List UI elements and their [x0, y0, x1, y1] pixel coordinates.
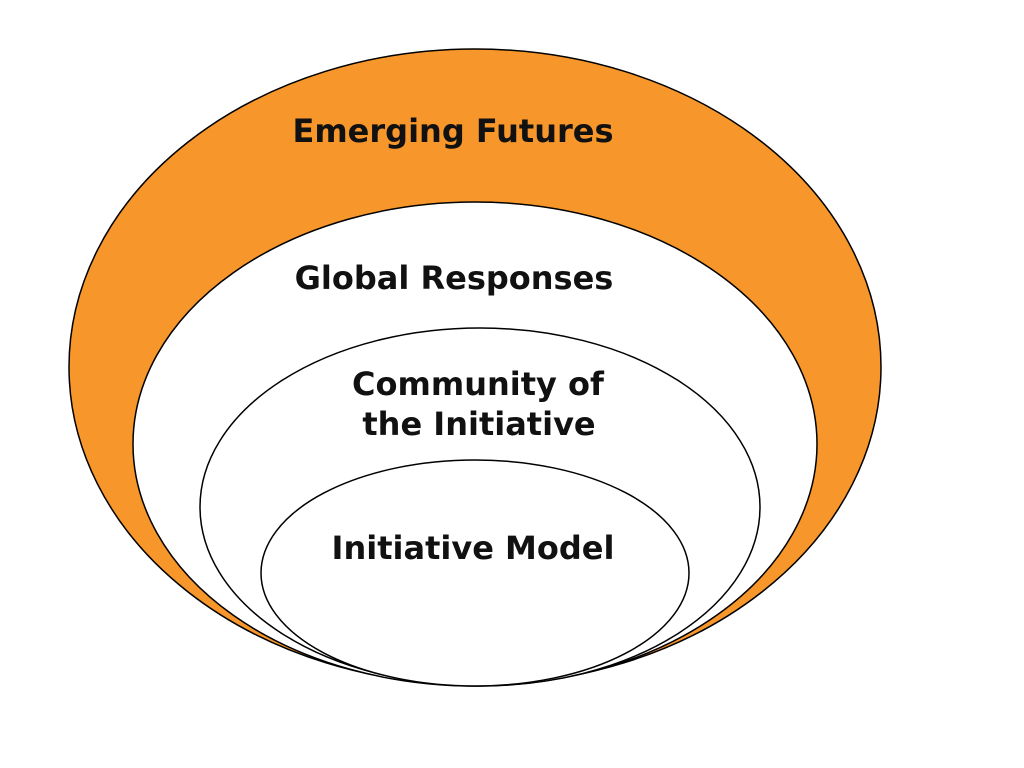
- label-initiative-model: Initiative Model: [332, 529, 615, 567]
- label-community-line1: Community of: [352, 365, 605, 403]
- label-global-responses: Global Responses: [295, 259, 614, 297]
- label-emerging-futures: Emerging Futures: [292, 112, 613, 150]
- layer-initiative-model: [260, 459, 690, 687]
- label-community-line2: the Initiative: [362, 405, 595, 443]
